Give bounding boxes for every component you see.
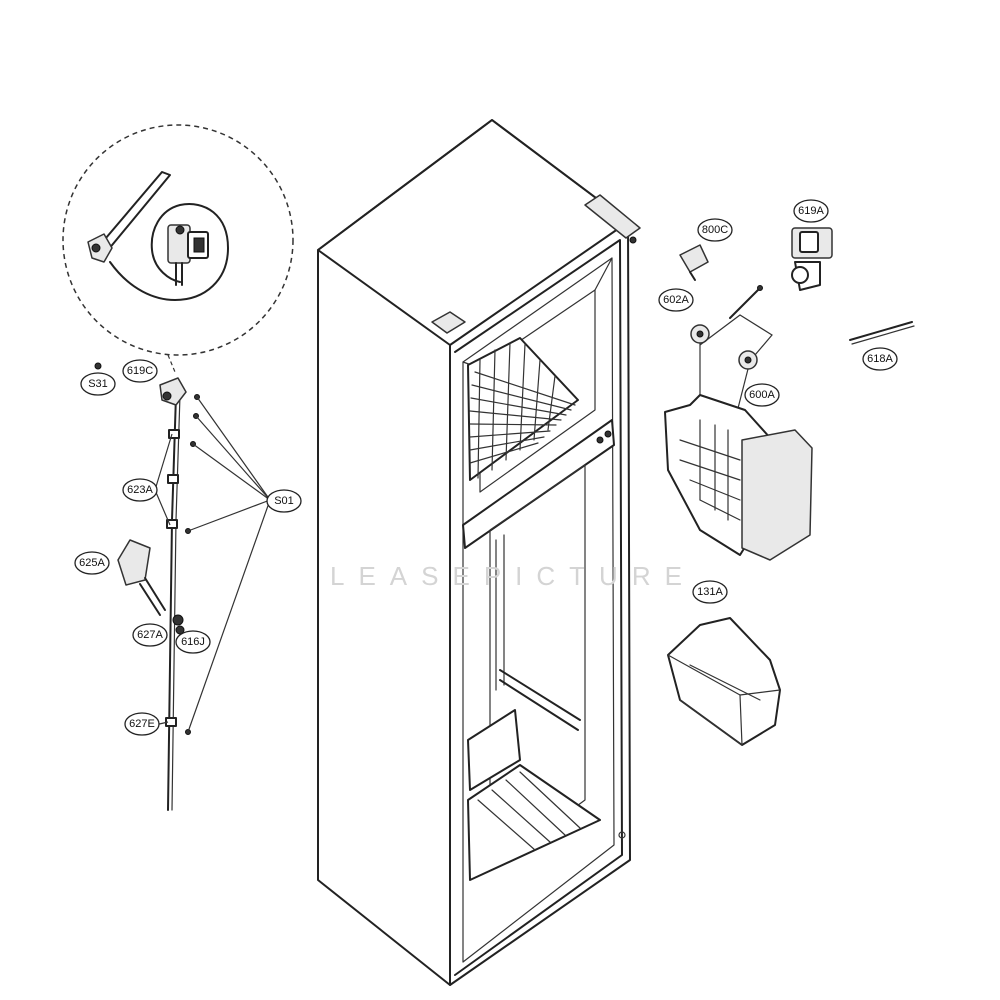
label-text: 625A bbox=[79, 557, 105, 569]
part-label-618a: 618A bbox=[862, 347, 898, 371]
part-label-627e: 627E bbox=[124, 712, 160, 736]
part-label-800c: 800C bbox=[697, 218, 733, 242]
part-label-627a: 627A bbox=[132, 623, 168, 647]
part-label-602a: 602A bbox=[658, 288, 694, 312]
part-label-s31: S31 bbox=[80, 372, 116, 396]
part-label-616j: 616J bbox=[175, 630, 211, 654]
part-label-131a: 131A bbox=[692, 580, 728, 604]
label-text: 618A bbox=[867, 353, 893, 365]
label-oval bbox=[692, 580, 728, 604]
label-text: 627E bbox=[129, 718, 155, 730]
label-text: S01 bbox=[274, 495, 294, 507]
part-label-s01: S01 bbox=[266, 489, 302, 513]
label-text: 627A bbox=[137, 629, 163, 641]
water-line-assembly bbox=[94, 362, 271, 811]
label-oval bbox=[122, 478, 158, 502]
label-text: 619C bbox=[127, 365, 153, 377]
label-oval bbox=[658, 288, 694, 312]
label-oval bbox=[175, 630, 211, 654]
label-text: 800C bbox=[702, 224, 728, 236]
label-text: 131A bbox=[697, 586, 723, 598]
label-text: S31 bbox=[88, 378, 108, 390]
part-label-600a: 600A bbox=[744, 383, 780, 407]
part-label-623a: 623A bbox=[122, 478, 158, 502]
part-800c-bracket bbox=[679, 244, 709, 281]
part-label-619c: 619C bbox=[122, 359, 158, 383]
label-text: 616J bbox=[181, 636, 205, 648]
label-oval bbox=[862, 347, 898, 371]
label-oval bbox=[697, 218, 733, 242]
label-text: 619A bbox=[798, 205, 824, 217]
label-oval bbox=[124, 712, 160, 736]
screw-icon bbox=[185, 394, 200, 735]
label-text: 623A bbox=[127, 484, 153, 496]
part-602a-grommets bbox=[690, 285, 773, 421]
part-label-625a: 625A bbox=[74, 551, 110, 575]
part-600a-ice-maker bbox=[664, 394, 813, 561]
label-oval bbox=[132, 623, 168, 647]
label-oval bbox=[80, 372, 116, 396]
label-oval bbox=[744, 383, 780, 407]
freezer-shelf-grid bbox=[469, 342, 576, 479]
part-131a-ice-bin bbox=[667, 617, 781, 746]
label-oval bbox=[74, 551, 110, 575]
bottom-shelf-grid bbox=[477, 771, 581, 851]
label-oval bbox=[793, 199, 829, 223]
part-label-619a: 619A bbox=[793, 199, 829, 223]
valve-detail-callout bbox=[62, 124, 294, 373]
label-oval bbox=[122, 359, 158, 383]
watermark-text: LEASEPICTURE bbox=[330, 561, 696, 591]
refrigerator-cabinet bbox=[317, 119, 641, 986]
part-618a-fill-tube bbox=[849, 321, 915, 345]
label-text: 600A bbox=[749, 389, 775, 401]
label-oval bbox=[266, 489, 302, 513]
part-labels: S31 619C 623A S01 625A 627A 616J 627E 800C 619A 60… bbox=[74, 199, 898, 736]
part-619a-valve bbox=[791, 227, 833, 291]
label-text: 602A bbox=[663, 294, 689, 306]
